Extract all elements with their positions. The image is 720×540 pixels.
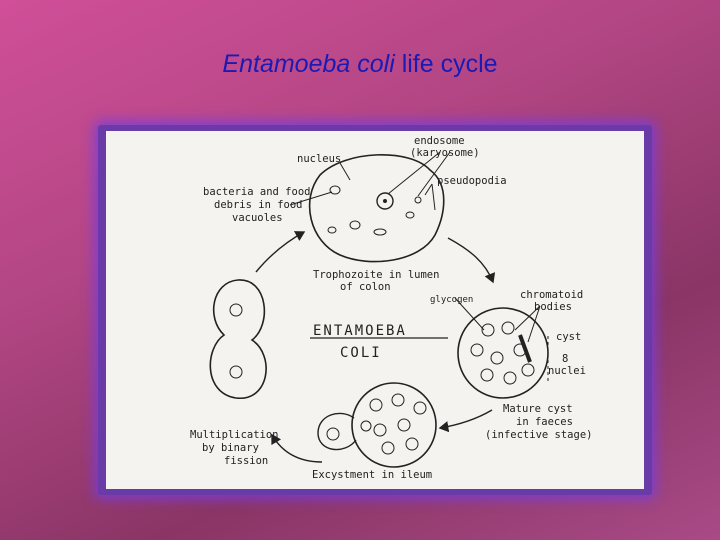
arrow-to-cyst [447,237,496,284]
label-chromatoid-2: bodies [534,301,572,313]
label-multiplication-3: fission [224,455,268,467]
label-bacteria-2: debris in food [214,199,303,211]
label-multiplication-2: by binary [202,442,259,454]
trophozoite-cell [308,154,445,263]
label-trophozoite-1: Trophozoite in lumen [313,269,439,281]
label-bacteria-3: vacuoles [232,212,283,224]
figure-panel [106,131,644,489]
center-title-1: ENTAMOEBA [313,323,407,339]
title-rest: life cycle [394,50,498,78]
arrow-to-excystment [438,409,493,433]
label-multiplication-1: Multiplication [190,429,279,441]
label-nucleus: nucleus [297,153,341,165]
label-nuclei-count: 8 [562,353,568,365]
label-pseudopodia: pseudopodia [437,175,507,187]
excystment-cyst [317,382,437,468]
binary-fission-cells [209,279,267,399]
title-italic: Entamoeba coli [222,50,395,78]
trophozoite-nucleus [376,192,394,210]
arrow-to-trophozoite [255,231,306,273]
label-glycogen: glycogen [430,295,473,305]
label-mature-3: (infective stage) [485,429,592,441]
label-cyst: cyst [556,331,581,343]
label-mature-1: Mature cyst [503,403,573,415]
label-bacteria-1: bacteria and food [203,186,310,198]
slide-title: Entamoeba coli life cycle [0,50,720,79]
label-excystment: Excystment in ileum [312,469,432,481]
arrow-to-fission [271,433,323,463]
label-mature-2: in faeces [516,416,573,428]
label-nuclei: nuclei [548,365,586,377]
label-karyosome: (karyosome) [410,147,480,159]
label-endosome: endosome [414,135,465,147]
mature-cyst [457,307,549,399]
label-trophozoite-2: of colon [340,281,391,293]
center-title-2: COLI [340,345,382,361]
label-chromatoid-1: chromatoid [520,289,583,301]
